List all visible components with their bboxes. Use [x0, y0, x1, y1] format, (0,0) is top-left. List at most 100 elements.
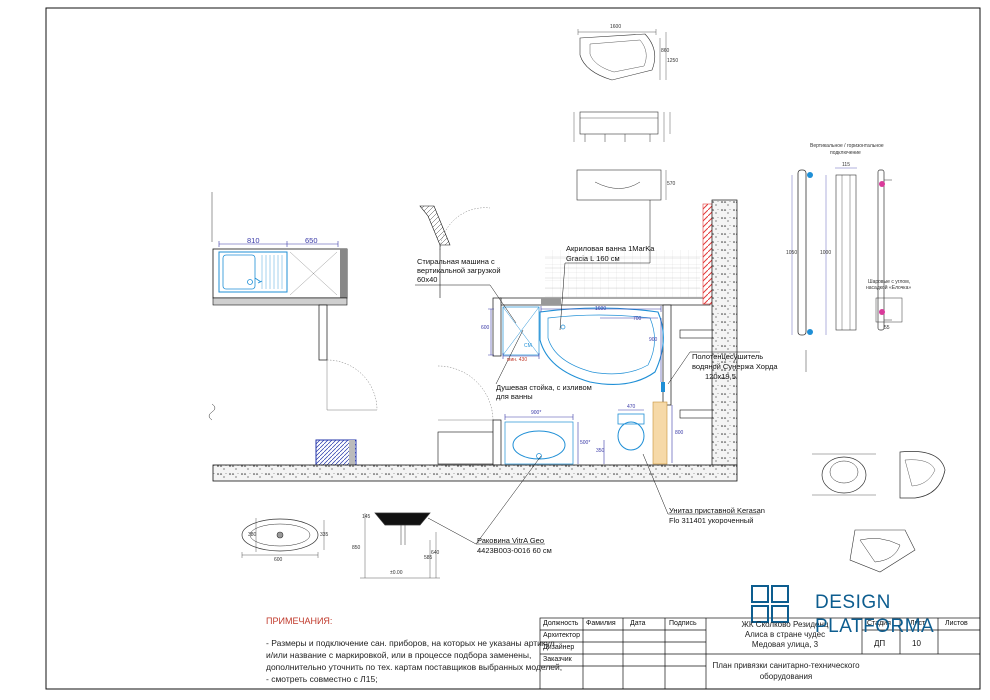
towel-detail-title-1: Вертикальное / горизонтальное — [810, 143, 884, 149]
dim-cm: CM — [524, 343, 532, 349]
bath-wall-top — [499, 297, 711, 306]
stamp-project-3: Медовая улица, 3 — [751, 640, 819, 649]
callout-sink-2: 4423B003-0016 60 см — [477, 546, 552, 555]
stamp-h-sign: Подпись — [669, 620, 697, 627]
bath-lower-cabinet — [437, 431, 495, 465]
towel-detail-small-2: насадкой «Елочка» — [866, 285, 912, 291]
callout-toilet-2: Flo 311401 укороченный — [669, 516, 754, 525]
stamp-h-role: Должность — [543, 620, 579, 627]
stamp-sheet: 10 — [912, 639, 921, 648]
callout-washer-1: Стиральная машина с — [417, 257, 495, 266]
door-arc-mid — [437, 365, 494, 421]
concrete-column-right — [711, 199, 738, 466]
stamp-project-1: ЖК Сколково Резиденц — [741, 620, 829, 629]
wall-left-vertical — [318, 304, 328, 361]
bathtub-side-detail — [576, 169, 667, 201]
dim-sv-fl: ±0.00 — [390, 570, 403, 576]
towel-detail-title-2: подключение — [830, 150, 861, 156]
logo-line-1: DESIGN — [815, 592, 891, 613]
toilet-3d-detail — [849, 529, 916, 573]
stamp-sheets-h: Листов — [945, 620, 968, 627]
dim-toilet-350: 350 — [596, 448, 605, 454]
sheet-frame — [45, 7, 981, 690]
stamp-stage-h: Стадия — [867, 620, 891, 627]
logo-line-2: PLATFORMA — [815, 616, 935, 637]
stamp-role-designer: Дизайнер — [543, 644, 575, 651]
sink-top-detail — [241, 518, 325, 558]
dim-tr-1050: 1050 — [786, 250, 798, 256]
callout-shower-1: Душевая стойка, с изливом — [496, 383, 592, 392]
notes-line-2: и/или название с маркировкой, или в проц… — [266, 650, 532, 660]
dim-s-600: 600 — [274, 557, 283, 563]
toilet-side-detail — [899, 451, 946, 499]
callout-washer-3: 60х40 — [417, 275, 438, 284]
notes-title: ПРИМЕЧАНИЯ: — [266, 616, 333, 626]
stamp-h-name: Фамилия — [586, 620, 616, 627]
title-stamp — [539, 617, 981, 690]
callout-sink-1: Раковина VitrA Geo — [477, 536, 544, 545]
floor-slab — [212, 464, 738, 482]
callout-towel-1: Полотенцесушитель — [692, 352, 764, 361]
kitchen-sink — [218, 251, 288, 293]
stamp-sheet-h: Лист — [910, 620, 926, 627]
dim-sv-850: 850 — [352, 545, 361, 551]
dim-tub-900: 900 — [649, 337, 658, 343]
dim-b1-r2: 1250 — [667, 58, 679, 64]
toilet-plan — [617, 413, 645, 451]
dim-toilet-470: 470 — [627, 404, 636, 410]
stamp-h-date: Дата — [630, 620, 646, 627]
stamp-role-architect: Архитектор — [543, 632, 580, 639]
label-kitchen-810: 810 — [247, 236, 260, 245]
label-kitchen-650: 650 — [305, 236, 318, 245]
brick-wall-right — [702, 203, 713, 305]
bathtub-front-detail — [573, 111, 671, 142]
towel-detail-small-1: Шаровые с углом, — [868, 279, 911, 285]
callout-bathtub-2: Gracia L 160 см — [566, 254, 620, 263]
bathtub-plan-detail — [577, 29, 667, 81]
sink-side-detail — [360, 512, 440, 579]
toilet-install-frame — [652, 401, 668, 465]
dim-tub-600: 600 — [481, 325, 490, 331]
door-arc-top — [439, 207, 491, 251]
bathtub-plan — [539, 307, 664, 385]
dim-tr-55: 55 — [884, 325, 890, 331]
dim-b1-top: 1600 — [610, 24, 622, 30]
design-platforma-logo — [751, 585, 789, 623]
dim-tub-1600: 1600 — [595, 306, 607, 312]
toilet-top-detail — [812, 453, 876, 496]
dim-tr-115: 115 — [842, 162, 850, 168]
callout-bathtub-1: Акриловая ванна 1MarKa — [566, 244, 655, 253]
notes-line-4: - смотреть совместно с Л15; — [266, 674, 378, 684]
callout-towel-2: водяной Сунержа Хорда — [692, 362, 778, 371]
callout-toilet-1: Унитаз приставной Kerasan — [669, 506, 765, 515]
dim-sink-500: 500* — [580, 440, 591, 446]
stamp-role-client: Заказчик — [543, 656, 572, 663]
kitchen-block — [212, 241, 348, 306]
callout-shower-2: для ванны — [496, 392, 533, 401]
notes-line-3: дополнительно уточнить по тех. картам по… — [266, 662, 563, 672]
callout-washer-2: вертикальной загрузкой — [417, 266, 501, 275]
dim-sv-145: 145 — [362, 514, 371, 520]
dim-sv-585: 585 — [424, 555, 433, 561]
stamp-title-1: План привязки санитарно-технического — [712, 661, 860, 670]
towel-rail-detail — [791, 167, 903, 372]
dim-s-335: 335 — [320, 532, 329, 538]
dim-toilet-800: 800 — [675, 430, 684, 436]
dim-sv-640: 640 — [431, 550, 440, 556]
dim-tr-1000: 1000 — [820, 250, 832, 256]
washer-plan — [502, 306, 540, 356]
callout-towel-3: 120х19,5 — [705, 372, 736, 381]
dim-tub-700: 700 — [633, 316, 642, 322]
leader-lines — [415, 200, 760, 545]
stamp-title-2: оборудования — [759, 672, 813, 681]
dim-b1-r1: 860 — [661, 48, 670, 54]
dim-s-380: 380 — [248, 532, 257, 538]
stamp-stage: ДП — [874, 639, 886, 648]
dim-sink-900: 900* — [531, 410, 542, 416]
dim-b2-r: 570 — [667, 181, 676, 187]
shaft-column — [419, 205, 451, 298]
notes-line-1: - Размеры и подключение сан. приборов, н… — [266, 638, 555, 648]
door-arc-left — [326, 359, 378, 411]
stamp-project-2: Алиса в стране чудес — [744, 630, 826, 639]
